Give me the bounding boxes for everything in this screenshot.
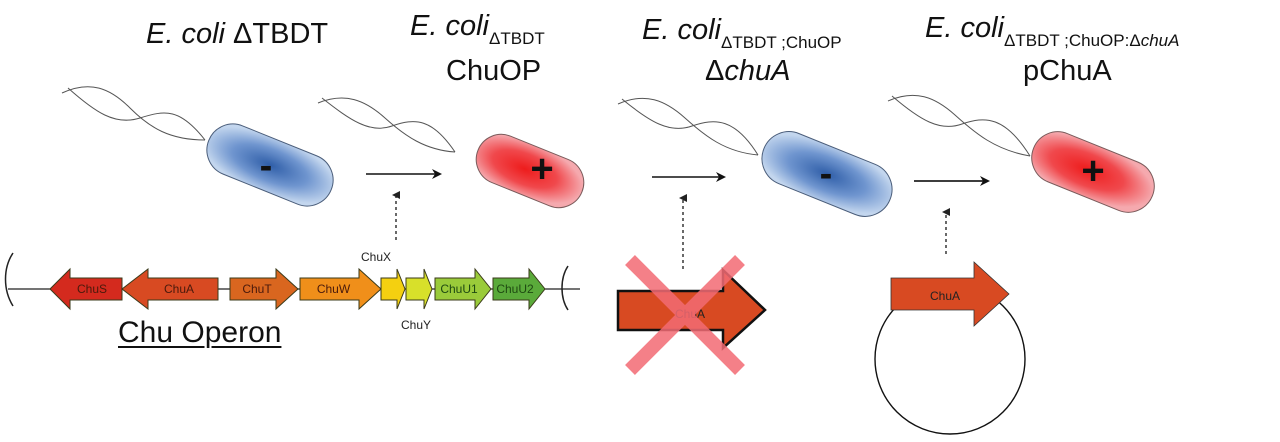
operon-label: Chu Operon: [118, 316, 282, 349]
cell-body: [761, 131, 893, 217]
flagellum-icon: [617, 97, 759, 156]
gene-arrow-chua: [890, 261, 1010, 327]
phenotype-sign: +: [1081, 149, 1104, 193]
strain-line2-3: ΔchuA: [705, 55, 790, 88]
genotype: ΔTBDT: [233, 18, 329, 50]
gene-label-chuy: ChuY: [401, 318, 432, 332]
delta-symbol: Δ: [705, 55, 725, 87]
gene-label: ChuA: [164, 282, 194, 296]
bacterium-3: -: [617, 97, 893, 217]
genotype-subscript: ΔTBDT ;ChuOP: [720, 33, 842, 52]
phenotype-sign: -: [260, 145, 273, 187]
gene-label: ChuU2: [496, 282, 534, 296]
gene-arrow-chuu2: [492, 267, 546, 311]
gene-arrow-chuu1: [434, 267, 492, 311]
cross-icon: [625, 255, 745, 375]
deleted-chua: ChuA: [616, 255, 767, 375]
dna-break-right-icon: [561, 265, 569, 311]
chu-operon: ChuS ChuA ChuT ChuW ChuU1 ChuU2: [4, 252, 580, 311]
strain-line2-2: ChuOP: [446, 55, 542, 87]
plasmid-pchua: ChuA: [874, 261, 1026, 435]
phenotype-sign: -: [820, 153, 833, 195]
genotype-subscript: ΔTBDT ;ChuOP:ΔchuA: [1004, 31, 1179, 50]
species-name: E. coli: [642, 14, 721, 46]
gene-label: ChuT: [242, 282, 272, 296]
cell-body: [1031, 131, 1155, 213]
species-name: E. coli: [146, 18, 225, 50]
strain-title-1: E. coli ΔTBDT: [146, 20, 328, 49]
dna-break-left-icon: [4, 252, 14, 307]
gene-label: ChuA: [930, 289, 960, 303]
gene-label-chux: ChuX: [361, 250, 392, 264]
gene-arrow-chuw: [299, 267, 382, 311]
strain-line2-4: pChuA: [1023, 55, 1112, 87]
cell-body: [475, 133, 585, 209]
gene-label: ChuU1: [440, 282, 478, 296]
gene-arrow-chua: [121, 267, 219, 311]
flagellum-icon: [887, 94, 1031, 157]
strain-title-2: E. coliΔTBDT: [410, 10, 545, 48]
gene-label: ChuS: [77, 282, 107, 296]
bacterium-4: +: [887, 94, 1155, 213]
strain-title-4: E. coliΔTBDT ;ChuOP:ΔchuA: [925, 12, 1179, 50]
gene-arrow-chut: [229, 267, 299, 311]
bacterium-1: -: [61, 86, 334, 207]
gene-label: ChuW: [317, 282, 351, 296]
species-name: E. coli: [410, 10, 489, 42]
genotype-subscript: ΔTBDT: [488, 29, 545, 48]
bacterium-2: +: [317, 97, 585, 209]
species-name: E. coli: [925, 12, 1004, 44]
strain-title-3: E. coliΔTBDT ;ChuOP: [642, 14, 842, 52]
gene-arrow-chuy: [405, 268, 433, 310]
subscript-italic: chuA: [1140, 31, 1180, 50]
flagellum-icon: [61, 86, 206, 141]
gene-arrow-chux: [380, 268, 406, 310]
phenotype-sign: +: [530, 147, 553, 191]
gene-name: chuA: [724, 55, 791, 87]
subscript-text: ΔTBDT ;ChuOP:Δ: [1003, 31, 1141, 50]
flagellum-icon: [317, 97, 456, 153]
